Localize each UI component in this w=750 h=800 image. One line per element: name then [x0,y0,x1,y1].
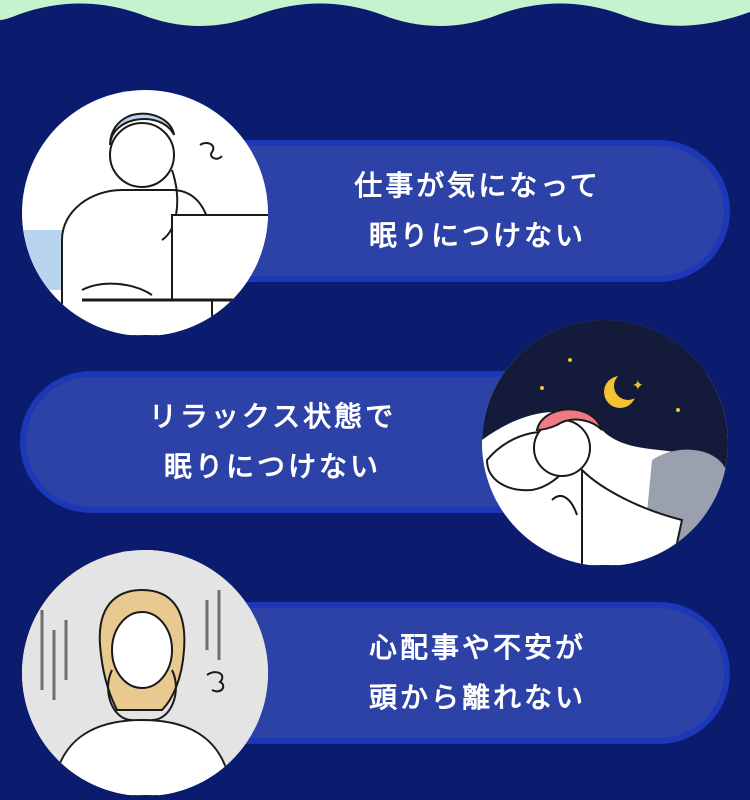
reason-card-3: 心配事や不安が 頭から離れない [0,550,750,796]
woman-anxious-image [22,550,268,796]
reason-2-line2: 眠りにつけない [163,450,381,483]
reason-1-line2: 眠りにつけない [368,219,586,252]
woman-night-image: ✦ [482,320,728,566]
svg-text:✦: ✦ [632,378,644,394]
man-laptop-image [22,112,268,336]
reason-card-2: リラックス状態で 眠りにつけない ✦ [0,320,750,566]
illustration-woman-anxious [22,550,268,796]
reason-1-line1: 仕事が気になって [354,169,601,202]
reason-3-line2: 頭から離れない [368,681,586,714]
reason-text-1: 仕事が気になって 眠りにつけない [274,161,601,261]
reason-text-2: リラックス状態で 眠りにつけない [149,392,476,492]
illustration-man-laptop [22,90,268,336]
reason-card-1: 仕事が気になって 眠りにつけない [0,90,750,336]
reason-3-line1: 心配事や不安が [368,631,586,664]
top-wave [0,0,750,26]
illustration-woman-night: ✦ [482,320,728,566]
reason-text-3: 心配事や不安が 頭から離れない [289,623,586,723]
reason-2-line1: リラックス状態で [148,400,397,433]
